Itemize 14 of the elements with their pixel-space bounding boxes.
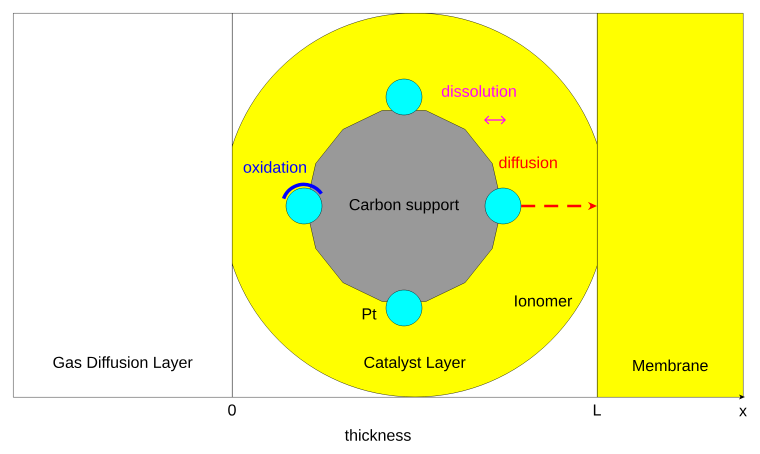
process-label: oxidation — [244, 161, 306, 173]
tick-label: L — [594, 404, 601, 416]
axis-label: x — [739, 408, 747, 416]
axis-title: thickness — [344, 429, 411, 441]
region-label: Ionomer — [515, 295, 572, 307]
tick-label: 0 — [228, 404, 236, 416]
platinum-particle — [386, 290, 422, 326]
layer-box: Gas Diffusion Layer — [13, 13, 232, 398]
process-label: dissolution — [442, 85, 516, 97]
platinum-particle — [386, 78, 422, 116]
particle-label: Pt — [362, 308, 376, 320]
platinum-particle — [484, 188, 522, 224]
platinum-particle — [286, 188, 322, 224]
layer-box: Membrane — [597, 13, 744, 398]
